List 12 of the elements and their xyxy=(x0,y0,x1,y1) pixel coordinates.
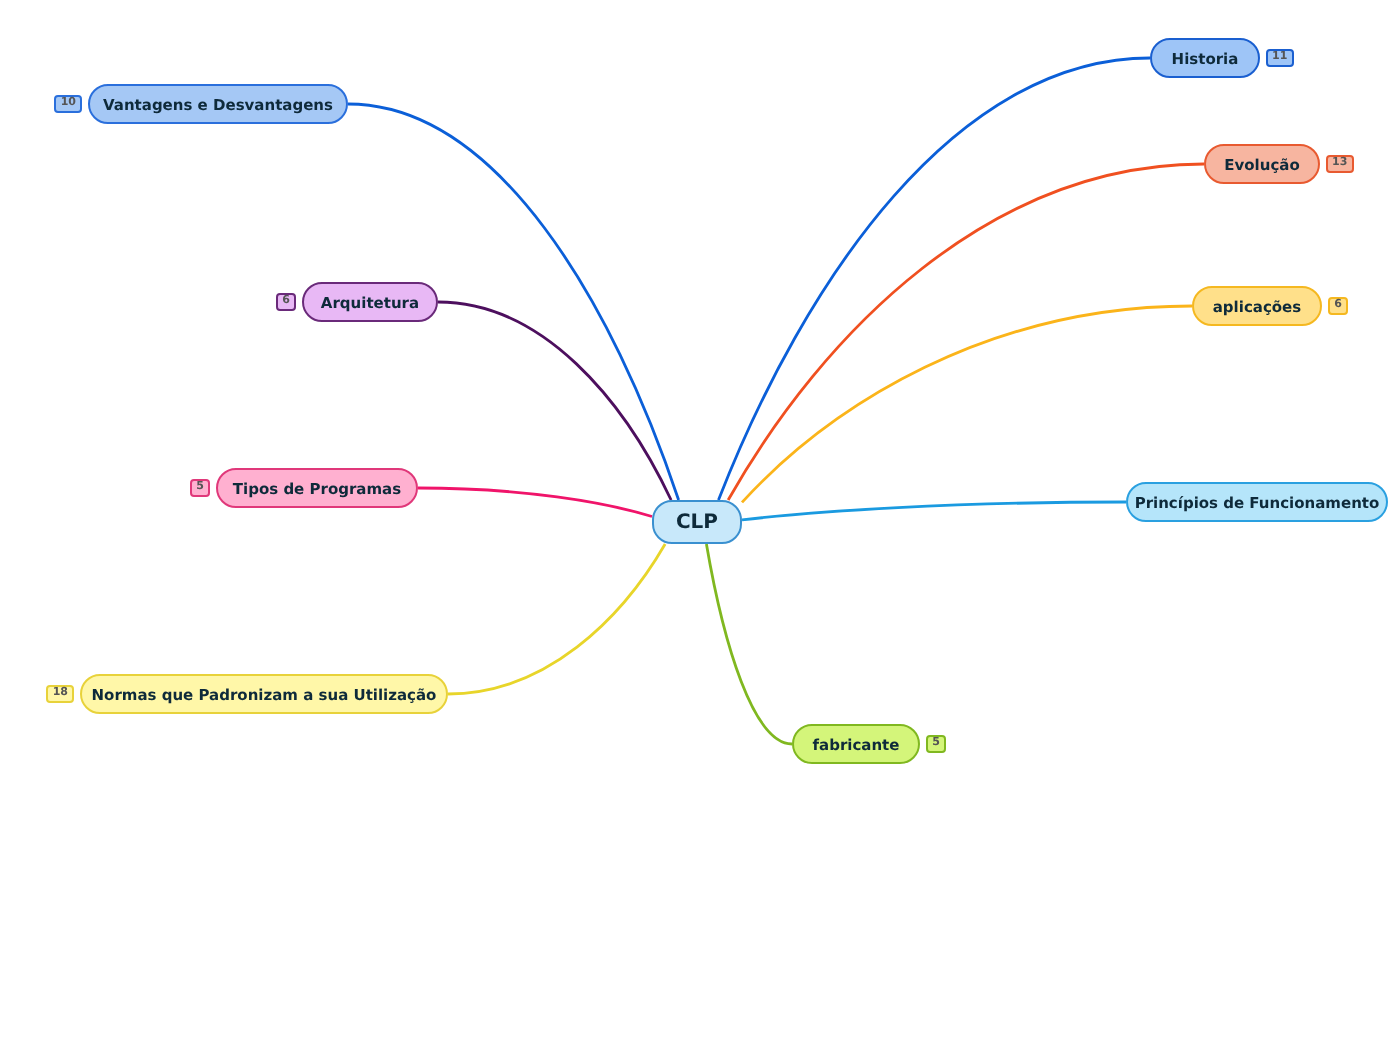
connector-curve xyxy=(717,56,1151,501)
connector-curve xyxy=(347,102,680,501)
connector-curve xyxy=(437,300,673,501)
connector-curve xyxy=(741,500,1126,522)
connector-curve xyxy=(726,162,1205,501)
connector-curve xyxy=(447,543,667,696)
connector-curve xyxy=(418,486,653,518)
connector-curve xyxy=(705,543,793,746)
topic-node xyxy=(1126,482,1388,522)
central-topic xyxy=(652,500,742,544)
connector-curve xyxy=(741,304,1193,504)
topic-label: CLP xyxy=(675,511,719,533)
